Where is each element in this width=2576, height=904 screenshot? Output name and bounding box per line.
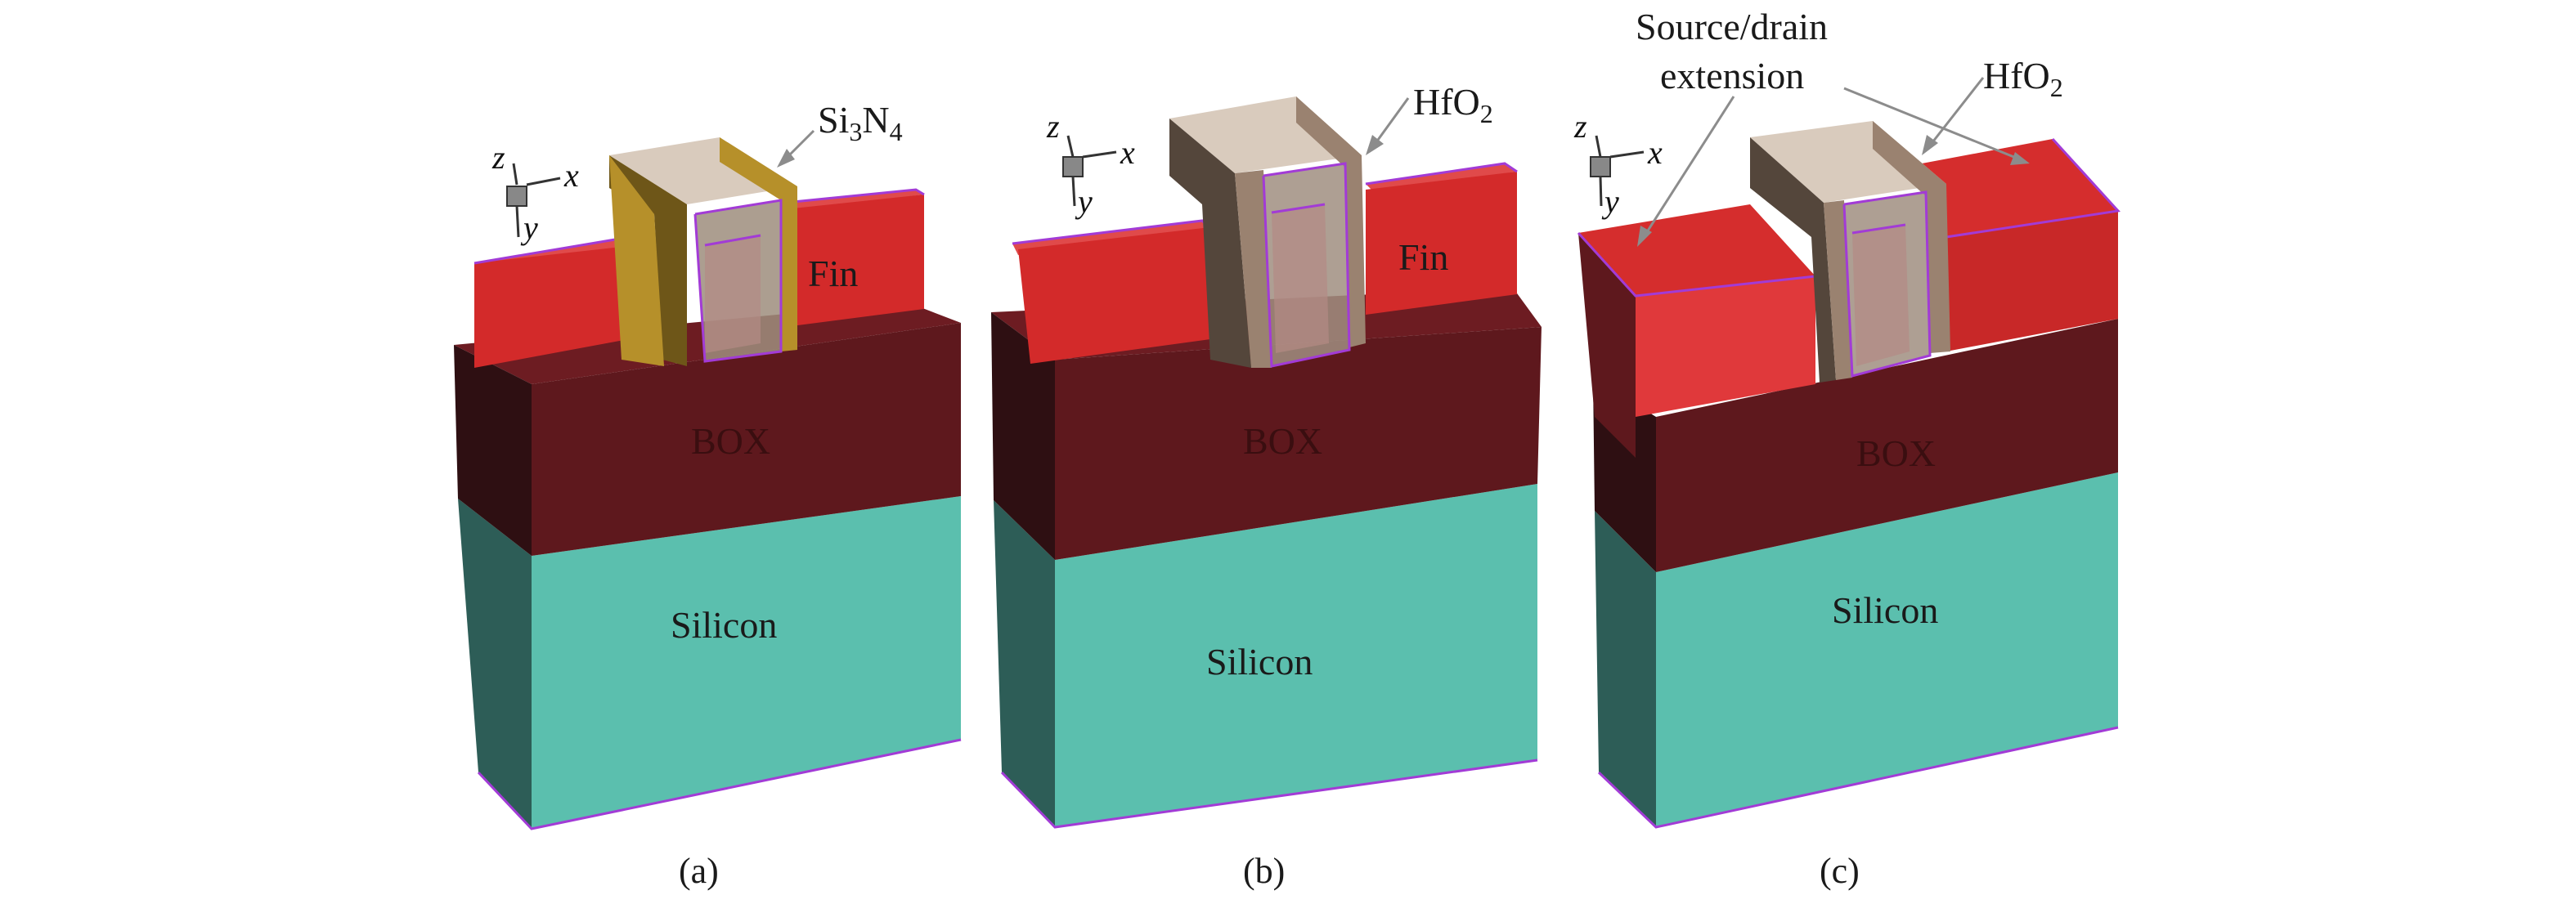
axis-triad-a: z x y: [491, 139, 579, 246]
silicon-front-c: [1656, 472, 2118, 827]
hfo2-right-c: [1873, 121, 1950, 353]
silicon-front-a: [532, 496, 961, 829]
silicon-label-b: Silicon: [1206, 641, 1313, 682]
box-front-b: [1055, 327, 1542, 560]
silicon-side-c: [1595, 511, 1656, 827]
fin-left-front-a: [474, 244, 650, 368]
axis-z-label-a: z: [491, 139, 505, 176]
nitride-left-front-a: [609, 155, 664, 366]
material-label-a: Si3N4: [818, 99, 903, 146]
sd-left-top-c: [1578, 204, 1815, 296]
silicon-side-b: [994, 500, 1055, 827]
panel-b: z x y HfO2 Fin BOX Silicon (b): [991, 81, 1542, 891]
fin-label-b: Fin: [1398, 236, 1448, 278]
box-front-a: [532, 323, 961, 556]
panel-a: z x y Si3N4 Fin BOX Silicon (a): [454, 99, 962, 891]
caption-b: (b): [1243, 851, 1285, 891]
hfo2-left-side-b: [1169, 119, 1251, 368]
axis-x-label-b: x: [1120, 134, 1135, 171]
axis-y-label-b: y: [1075, 183, 1093, 220]
box-front-c: [1656, 319, 2118, 572]
caption-a: (a): [679, 851, 719, 891]
silicon-label-c: Silicon: [1832, 589, 1938, 631]
box-side-a: [454, 345, 532, 556]
box-label-b: BOX: [1243, 420, 1322, 462]
fin-left-front-b: [1018, 227, 1210, 364]
box-label-c: BOX: [1856, 432, 1936, 474]
hfo2-left-front-b: [1235, 170, 1272, 368]
fin-right-front-a: [785, 195, 924, 327]
material-label-c: HfO2: [1983, 55, 2063, 102]
nitride-left-side-a: [609, 155, 687, 366]
fin-right-front-b: [1366, 172, 1517, 315]
hfo2-back-c: [1750, 121, 1946, 203]
sd-right-top-c: [1922, 139, 2118, 237]
sd-left-side-c: [1578, 233, 1636, 458]
axis-z-label-c: z: [1573, 108, 1587, 145]
box-label-a: BOX: [691, 420, 770, 462]
nitride-right-a: [720, 137, 797, 351]
fin-right-top-b: [1366, 163, 1517, 192]
fin-label-a: Fin: [808, 253, 858, 294]
sd-right-front-c: [1946, 211, 2118, 351]
axis-y-label-a: y: [520, 209, 538, 246]
hfo2-channel-b: [1272, 204, 1329, 353]
extension-label-line1: Source/drain: [1636, 6, 1828, 47]
nitride-channel-a: [705, 235, 761, 353]
material-label-b: HfO2: [1413, 81, 1493, 128]
caption-c: (c): [1820, 851, 1860, 891]
axis-z-label-b: z: [1046, 108, 1060, 145]
hfo2-left-side-c: [1750, 137, 1836, 383]
box-side-b: [991, 312, 1055, 560]
panel-c: z x y Source/drain extension HfO2 BOX Si…: [1573, 6, 2120, 891]
axis-x-label-c: x: [1647, 134, 1663, 171]
axis-y-label-c: y: [1601, 183, 1619, 220]
axis-triad-c: z x y: [1573, 108, 1663, 220]
silicon-label-a: Silicon: [671, 604, 777, 646]
axis-x-label-a: x: [563, 157, 579, 194]
silicon-front-b: [1055, 484, 1537, 827]
extension-label-line2: extension: [1660, 55, 1804, 96]
hfo2-channel-c: [1852, 225, 1910, 366]
nitride-back-a: [609, 137, 797, 204]
sd-left-front-c: [1636, 276, 1815, 417]
silicon-side-a: [458, 499, 532, 829]
axis-triad-b: z x y: [1046, 108, 1135, 220]
